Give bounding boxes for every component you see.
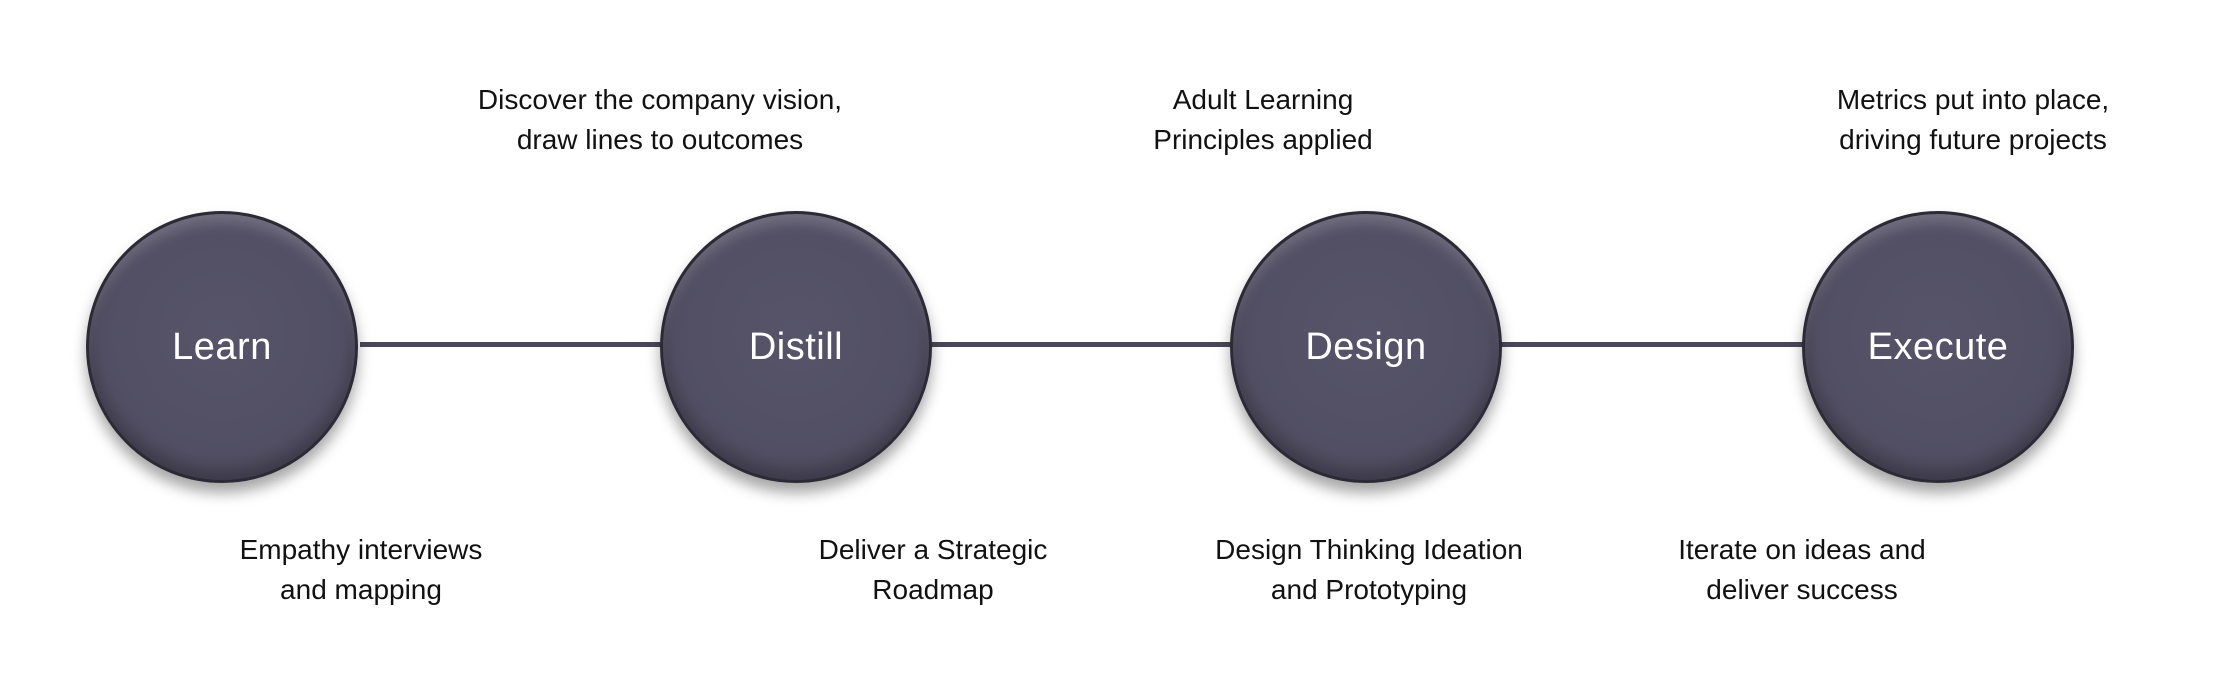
connector-design-execute — [1500, 342, 1810, 347]
step-learn: Learn — [86, 211, 358, 483]
note-above-design: Adult Learning Principles applied — [1043, 80, 1483, 160]
note-above-distill: Discover the company vision, draw lines … — [440, 80, 880, 160]
step-label: Learn — [172, 325, 272, 368]
note-below-learn: Empathy interviews and mapping — [141, 530, 581, 610]
step-distill: Distill — [660, 211, 932, 483]
connector-distill-design — [930, 342, 1240, 347]
note-below-design: Design Thinking Ideation and Prototyping — [1149, 530, 1589, 610]
step-design: Design — [1230, 211, 1502, 483]
step-label: Execute — [1867, 325, 2009, 368]
note-line: Design Thinking Ideation — [1215, 534, 1523, 565]
note-line: Discover the company vision, — [477, 84, 843, 115]
note-line: Roadmap — [872, 574, 994, 605]
note-line: Iterate on ideas and — [1678, 534, 1926, 565]
note-line: Deliver a Strategic — [818, 534, 1048, 565]
note-line: Metrics put into place, — [1836, 84, 2110, 115]
note-line: Empathy interviews — [239, 534, 483, 565]
step-execute: Execute — [1802, 211, 2074, 483]
note-line: and mapping — [280, 574, 442, 605]
note-above-execute: Metrics put into place, driving future p… — [1753, 80, 2193, 160]
note-line: and Prototyping — [1270, 574, 1468, 605]
note-line: Adult Learning — [1172, 84, 1354, 115]
note-line: deliver success — [1706, 574, 1898, 605]
connector-learn-distill — [360, 342, 670, 347]
note-below-execute: Iterate on ideas and deliver success — [1582, 530, 2022, 610]
step-label: Distill — [748, 325, 844, 368]
step-label: Design — [1305, 325, 1427, 368]
note-below-distill: Deliver a Strategic Roadmap — [713, 530, 1153, 610]
note-line: draw lines to outcomes — [516, 124, 804, 155]
note-line: Principles applied — [1153, 124, 1373, 155]
note-line: driving future projects — [1839, 124, 2107, 155]
